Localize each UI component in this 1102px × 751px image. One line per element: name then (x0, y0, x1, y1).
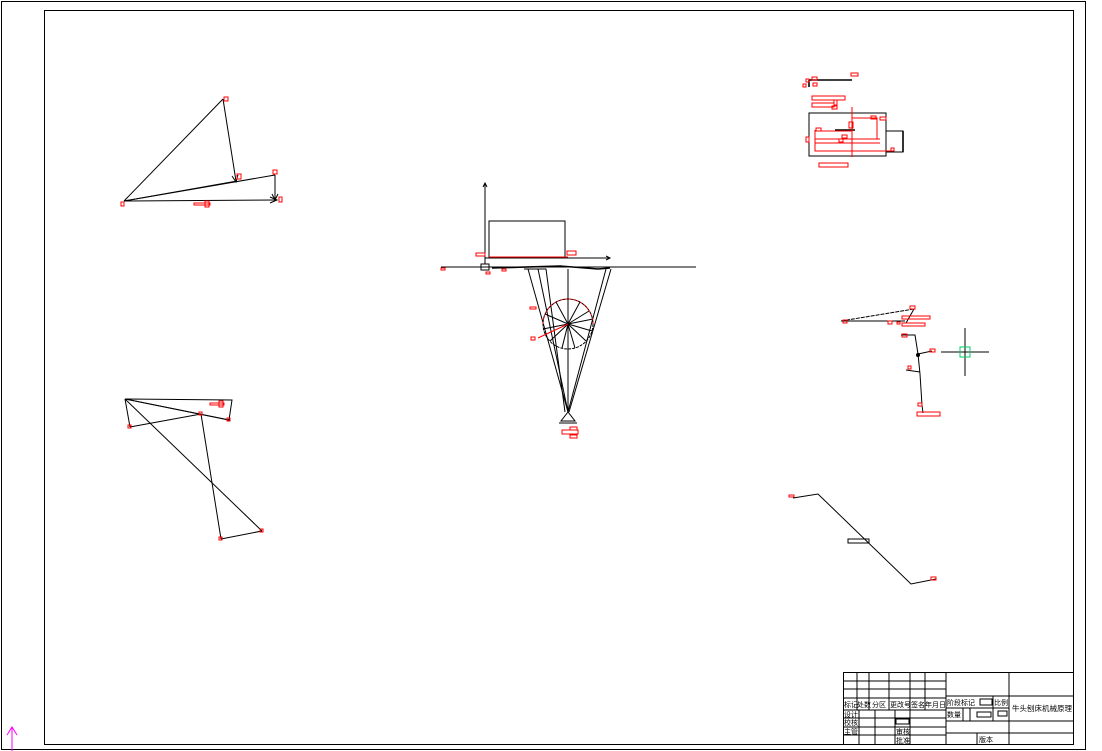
version-label: 版本 (979, 735, 993, 744)
supervisor-label: 主管 (844, 727, 858, 736)
scale-label: 比例 (994, 698, 1008, 707)
middle-right-detail (840, 305, 989, 417)
shaper-mechanism-diagram (440, 181, 696, 439)
lower-right-detail (788, 493, 937, 585)
crosshair-cursor (941, 328, 989, 376)
ucs-icon (6, 726, 18, 751)
ram-block (488, 220, 566, 259)
velocity-polygon (120, 96, 283, 208)
quantity-label: 数量 (947, 710, 961, 719)
header-date: 年月日 (925, 700, 946, 709)
header-mark: 标记 (844, 700, 858, 709)
header-signature: 签名 (911, 700, 925, 709)
stage-mark-label: 阶段标记 (947, 698, 975, 707)
acceleration-polygon (124, 398, 264, 541)
title-block: 标记 处数 分区 更改号 签名 年月日 设计 校核 主管 审核 批准 阶段标记 … (843, 672, 1074, 745)
upper-right-detail (802, 72, 904, 168)
sheet-inner-border (44, 10, 1074, 745)
header-change-no: 更改号 (890, 700, 911, 709)
header-count: 处数 (857, 700, 871, 709)
review-label: 审核 (896, 727, 910, 736)
check-label: 校核 (844, 718, 858, 727)
design-label: 设计 (844, 710, 858, 719)
drawing-title: 牛头刨床机械原理 (1012, 703, 1072, 713)
header-zone: 分区 (872, 700, 886, 709)
approve-label: 批准 (896, 736, 910, 745)
